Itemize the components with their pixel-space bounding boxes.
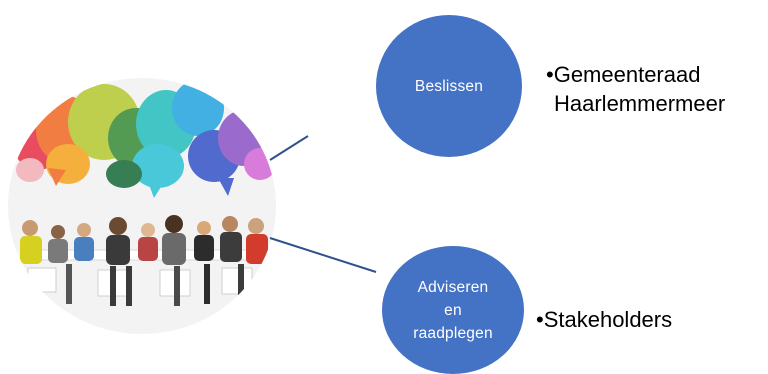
bullet-gemeenteraad-line2: Haarlemmermeer bbox=[554, 91, 726, 116]
bullet-gemeenteraad: •Gemeenteraad Haarlemmermeer bbox=[546, 60, 725, 118]
connector-to-beslissen bbox=[269, 135, 309, 161]
node-adviseren-line3: raadplegen bbox=[413, 324, 493, 342]
bullet-marker: • bbox=[546, 62, 554, 87]
node-adviseren-line1: Adviseren bbox=[417, 278, 489, 296]
bullet-gemeenteraad-line1: Gemeenteraad bbox=[553, 62, 701, 87]
node-adviseren: Adviseren en raadplegen bbox=[382, 246, 524, 374]
node-beslissen: Beslissen bbox=[376, 15, 522, 157]
meeting-illustration bbox=[8, 78, 276, 334]
node-beslissen-label: Beslissen bbox=[414, 77, 484, 95]
bullet-stakeholders-text: Stakeholders bbox=[543, 307, 673, 332]
connector-to-adviseren bbox=[269, 237, 377, 273]
bullet-marker: • bbox=[536, 307, 544, 332]
people-icon bbox=[20, 215, 268, 306]
bullet-stakeholders: •Stakeholders bbox=[536, 305, 672, 334]
node-adviseren-line2: en bbox=[444, 301, 462, 319]
